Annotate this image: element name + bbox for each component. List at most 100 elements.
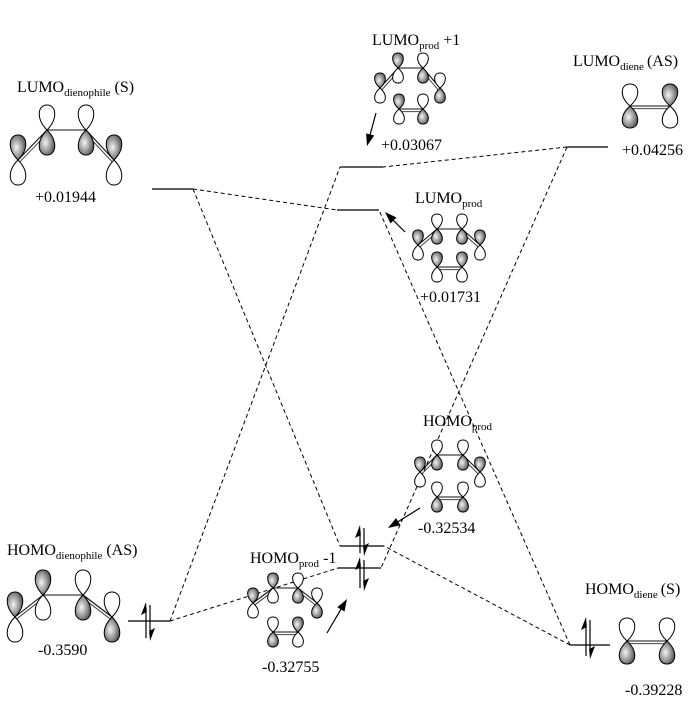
p-orbital-icon (618, 617, 636, 665)
orbital-lobe-empty (311, 587, 323, 604)
orbital-label-suffix: (AS) (106, 542, 137, 559)
p-orbital-icon (456, 213, 468, 245)
orbital-energy: +0.01731 (420, 289, 481, 306)
orbital-lobe-shaded (292, 587, 304, 604)
orbital-lobe-empty (34, 594, 52, 621)
pointer-arrowhead (366, 133, 375, 146)
orbital-label-subscript: prod (299, 558, 320, 570)
orbital-lobe-empty (247, 602, 259, 619)
orbital-lobe-shaded (414, 456, 426, 473)
p-orbital-icon (658, 617, 676, 665)
orbital-lobe-empty (621, 83, 639, 107)
orbital-label: HOMOprod (423, 413, 493, 433)
p-orbital-icon (621, 83, 639, 129)
orbital-lobe-empty (292, 572, 304, 589)
orbital-lobe-empty (417, 52, 429, 69)
orbital-energy: +0.04256 (622, 142, 683, 159)
electron-spin-up-arrowhead (355, 557, 361, 570)
orbital-lobe-shaded (392, 52, 404, 69)
orbital-label-subscript: diene (634, 589, 658, 601)
orbital-lobe-shaded (431, 454, 443, 471)
orbital-lobe-shaded (9, 134, 27, 161)
correlation-line (169, 166, 341, 622)
bond-line (14, 594, 44, 618)
orbital-lobe-shaded (431, 251, 443, 268)
orbital-lobe-empty (9, 159, 27, 186)
p-orbital-icon (414, 456, 426, 488)
orbital-lobe-shaded (103, 616, 121, 643)
orbital-lobe-shaded (74, 594, 92, 621)
p-orbital-icon (412, 229, 424, 261)
orbital-lobe-empty (431, 481, 443, 498)
orbital-label: HOMOdienophile(AS) (7, 542, 137, 562)
p-orbital-icon (474, 456, 486, 488)
orbital-lobe-shaded (417, 67, 429, 84)
p-orbital-icon (9, 134, 27, 186)
electron-spin-up-arrowhead (141, 602, 147, 615)
orbital-lobe-empty (6, 616, 24, 643)
level-lumo-prod: LUMOprod +0.01731 (337, 190, 486, 306)
electron-spin-up-arrowhead (581, 617, 587, 630)
pointer-arrow (366, 112, 377, 146)
orbital-drawing (412, 213, 486, 283)
p-orbital-icon (6, 591, 24, 643)
level-lumo-dienophile: LUMOdienophile(S) +0.01944 (9, 79, 193, 206)
p-orbital-icon (431, 481, 443, 513)
orbital-energy: +0.03067 (381, 137, 442, 154)
orbital-lobe-shaded (621, 105, 639, 129)
orbital-lobe-empty (457, 439, 469, 456)
orbital-label-main: HOMO (585, 581, 634, 598)
p-orbital-icon (34, 569, 52, 621)
bond-line (82, 594, 113, 618)
correlation-line (169, 567, 339, 622)
orbital-label-main: HOMO (7, 542, 56, 559)
pointer-arrowhead (388, 518, 401, 528)
orbital-label: HOMOdiene(S) (585, 581, 680, 601)
correlation-line (380, 146, 568, 569)
orbital-lobe-empty (38, 104, 56, 131)
orbital-label-main: HOMO (423, 413, 472, 430)
pointer-arrow (326, 599, 347, 634)
orbital-lobe-empty (77, 104, 95, 131)
orbital-label: LUMOdiene(AS) (573, 53, 678, 73)
level-homo-prod: HOMOprod -0.32534 (340, 413, 493, 556)
orbital-energy: -0.32534 (418, 520, 475, 537)
orbital-lobe-empty (431, 213, 443, 230)
orbital-energy: -0.3590 (38, 642, 87, 659)
orbital-lobe-empty (414, 471, 426, 488)
orbital-lobe-empty (456, 213, 468, 230)
orbital-lobe-shaded (247, 587, 259, 604)
orbital-lobe-empty (103, 591, 121, 618)
orbital-label: LUMOprod+1 (372, 32, 460, 52)
p-orbital-icon (474, 229, 486, 261)
orbital-lobe-shaded (77, 129, 95, 156)
p-orbital-icon (267, 572, 279, 604)
orbital-label: LUMOdienophile(S) (17, 79, 134, 99)
orbital-lobe-empty (105, 159, 123, 186)
orbital-label-subscript: dienophile (64, 87, 111, 99)
orbital-label: HOMOprod-1 (250, 550, 336, 570)
orbital-lobe-shaded (434, 87, 446, 104)
level-homo-prod-minus1: HOMOprod-1 -0.32755 (247, 550, 381, 676)
pointer-arrow (388, 507, 421, 528)
orbital-lobe-empty (393, 108, 405, 125)
correlation-lines (169, 146, 571, 646)
orbital-lobe-shaded (267, 631, 279, 648)
orbital-lobe-shaded (431, 228, 443, 245)
orbital-drawing (414, 439, 486, 513)
orbital-lobe-shaded (34, 569, 52, 596)
p-orbital-icon (417, 52, 429, 84)
orbital-label-subscript: diene (620, 61, 644, 73)
orbital-lobe-empty (474, 244, 486, 261)
pointer-arrow (385, 212, 406, 233)
p-orbital-icon (292, 616, 304, 648)
orbital-lobe-empty (374, 87, 386, 104)
pointer-arrowhead (385, 212, 397, 224)
orbital-lobe-shaded (417, 108, 429, 125)
orbital-label-suffix: (AS) (647, 53, 678, 70)
p-orbital-icon (431, 251, 443, 283)
orbital-lobe-empty (292, 631, 304, 648)
orbital-lobe-shaded (457, 454, 469, 471)
orbital-lobe-shaded (618, 640, 636, 665)
